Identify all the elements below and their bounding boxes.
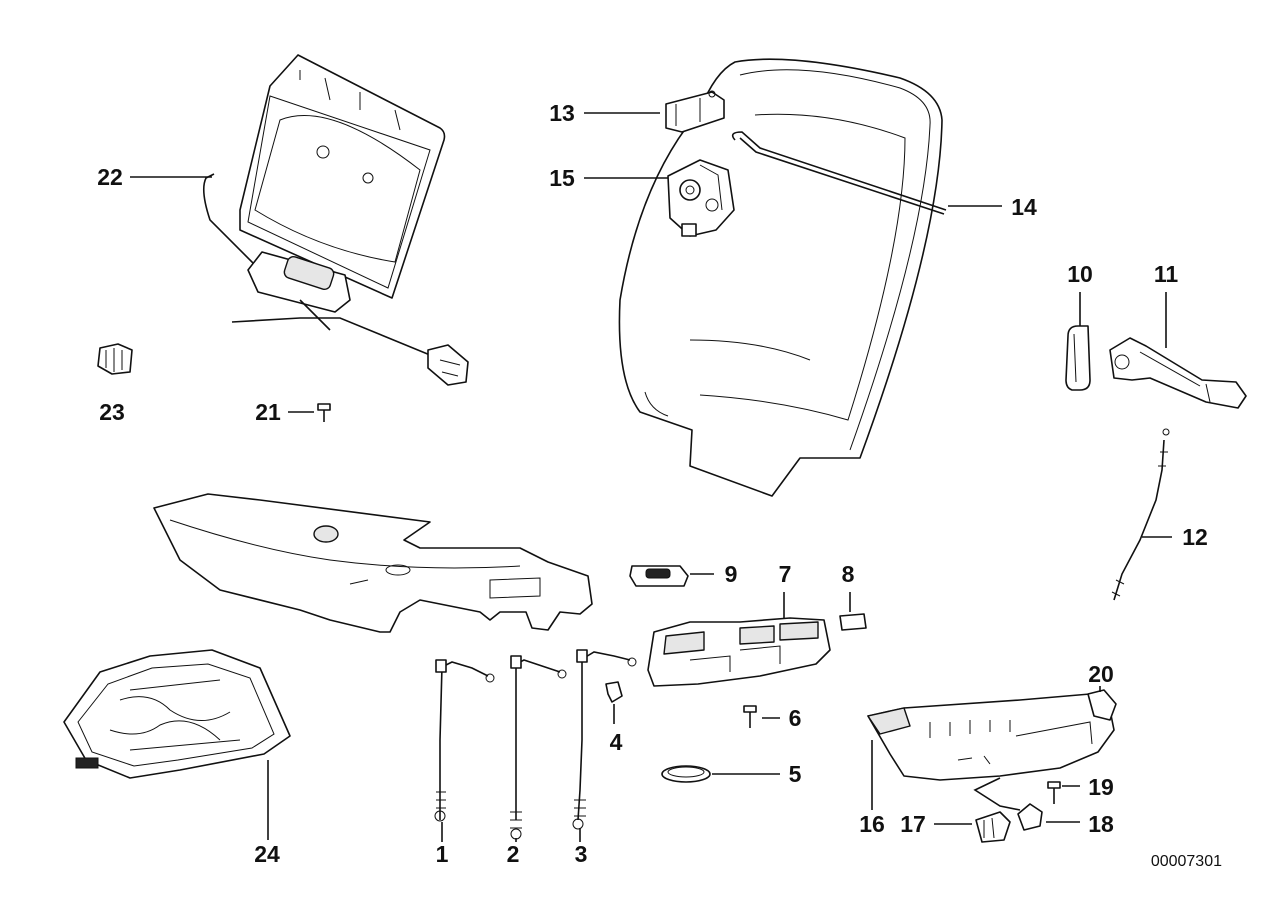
callout-22: 22 [97, 164, 123, 190]
part-8-pad [839, 613, 867, 631]
callout-24: 24 [254, 841, 280, 867]
part-16-20-side-trim [867, 689, 1117, 811]
part-5-ring [661, 765, 711, 783]
part-11-adjust-lever [1109, 337, 1247, 409]
part-6-screw [743, 705, 757, 728]
callout-labels: 1 2 3 4 5 6 7 8 9 10 11 12 13 14 15 16 1… [97, 100, 1208, 867]
part-3-cable [572, 649, 637, 830]
callout-7: 7 [779, 561, 792, 587]
callout-16: 16 [859, 811, 885, 837]
callout-3: 3 [575, 841, 588, 867]
part-13-lock-actuator [665, 90, 725, 133]
part-7-switch-trim [647, 617, 831, 687]
part-14-release-rod [731, 131, 947, 215]
leader-lines [130, 112, 1172, 842]
part-2-cable [510, 655, 567, 840]
callout-21: 21 [255, 399, 281, 425]
callout-15: 15 [549, 165, 575, 191]
callout-5: 5 [789, 761, 802, 787]
callout-20: 20 [1088, 661, 1114, 687]
part-23-clip [97, 343, 133, 375]
callout-14: 14 [1011, 194, 1037, 220]
callout-4: 4 [610, 729, 623, 755]
part-21-screw [317, 403, 331, 422]
callout-10: 10 [1067, 261, 1093, 287]
part-4-clip [605, 681, 623, 703]
callout-23: 23 [99, 399, 125, 425]
callout-11: 11 [1154, 261, 1179, 287]
callout-2: 2 [507, 841, 520, 867]
part-22-backrest-panel-with-motor [202, 54, 469, 386]
image-code: 00007301 [1151, 853, 1222, 870]
part-17-connector [975, 811, 1011, 843]
callout-8: 8 [842, 561, 855, 587]
callout-12: 12 [1182, 524, 1208, 550]
callout-6: 6 [789, 705, 802, 731]
callout-17: 17 [900, 811, 926, 837]
part-9-switch [629, 565, 689, 587]
callout-18: 18 [1088, 811, 1114, 837]
part-18-connector [1017, 803, 1043, 831]
part-12-bowden-cable [1111, 428, 1170, 601]
callout-9: 9 [725, 561, 738, 587]
part-1-cable [434, 659, 495, 822]
part-10-cover-cap [1065, 325, 1091, 391]
part-15-lock-mechanism [667, 159, 735, 237]
seat-cushion [153, 493, 593, 633]
callout-19: 19 [1088, 774, 1114, 800]
callout-1: 1 [436, 841, 449, 867]
part-19-screw [1047, 781, 1061, 804]
callout-13: 13 [549, 100, 575, 126]
part-24-heating-mat [63, 649, 291, 779]
